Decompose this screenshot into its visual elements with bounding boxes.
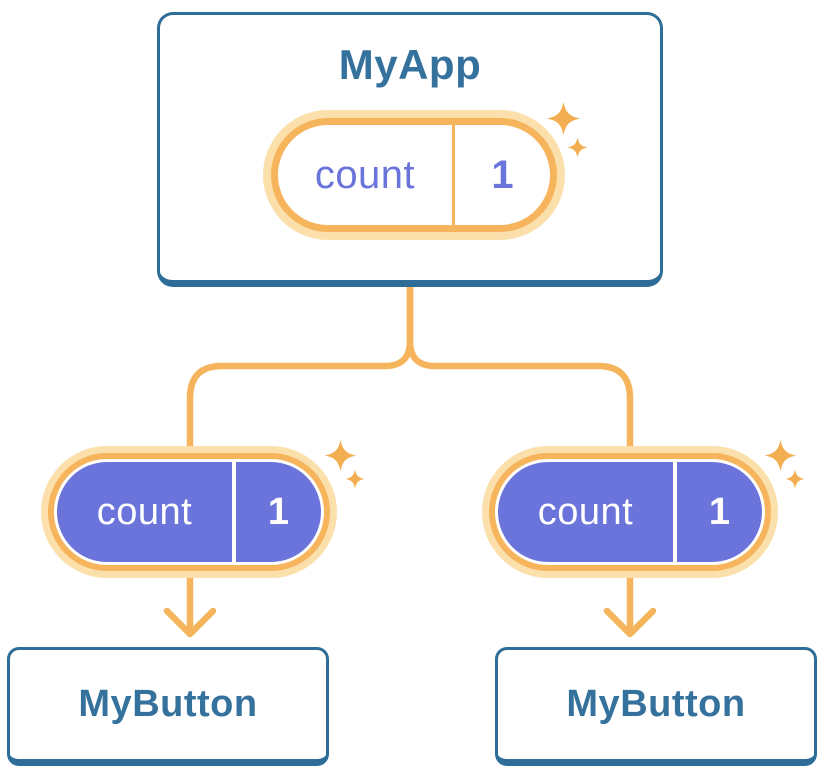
sparkle-icon (546, 101, 581, 136)
arrow-down-icon (163, 607, 217, 638)
prop-pill-name: count (537, 490, 634, 533)
myapp-card: MyApp count 1 (157, 12, 663, 287)
state-pill-value: 1 (491, 152, 514, 197)
state-pill-ring: count 1 (271, 118, 557, 232)
sparkle-icon (324, 439, 357, 472)
mybutton-card-right: MyButton (495, 647, 817, 766)
sparkle-icon (764, 439, 797, 472)
prop-pill-right: count 1 (482, 446, 778, 578)
myapp-title: MyApp (338, 41, 482, 88)
prop-pill-ring: count 1 (48, 453, 330, 571)
prop-pill-name: count (96, 490, 193, 533)
state-pill: count 1 (263, 110, 565, 240)
prop-pill-value: 1 (708, 490, 731, 533)
prop-pill-left: count 1 (41, 446, 337, 578)
prop-pill-value: 1 (267, 490, 290, 533)
mybutton-card-left: MyButton (7, 647, 329, 766)
prop-pill-ring: count 1 (489, 453, 771, 571)
mybutton-title: MyButton (78, 683, 258, 725)
connector-fork-right (406, 283, 634, 636)
pill-divider (452, 125, 455, 225)
state-pill-name: count (314, 152, 416, 197)
pill-divider (673, 462, 677, 562)
arrow-down-icon (603, 607, 657, 638)
mybutton-title: MyButton (566, 683, 746, 725)
sparkle-icon (785, 469, 805, 489)
pill-divider (232, 462, 236, 562)
sparkle-icon (345, 469, 365, 489)
sparkle-icon (567, 137, 588, 158)
